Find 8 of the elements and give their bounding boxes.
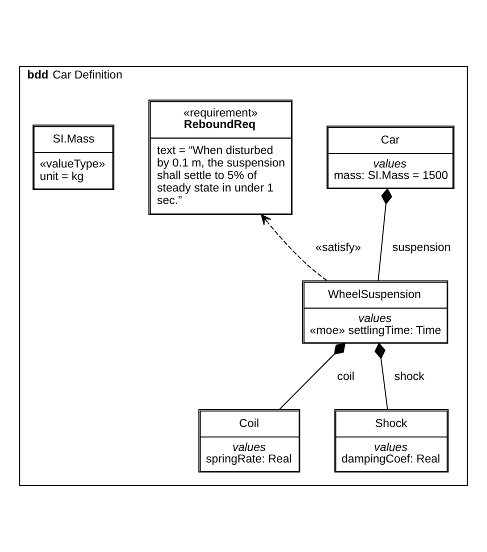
edge-label: suspension [392,242,451,254]
connector [378,188,392,282]
edge-label: coil [337,370,354,383]
edge-label: «satisfy» [316,242,362,254]
arrow [260,214,328,282]
edge-label: shock [394,370,424,383]
connector [374,342,388,410]
connector [279,342,346,410]
